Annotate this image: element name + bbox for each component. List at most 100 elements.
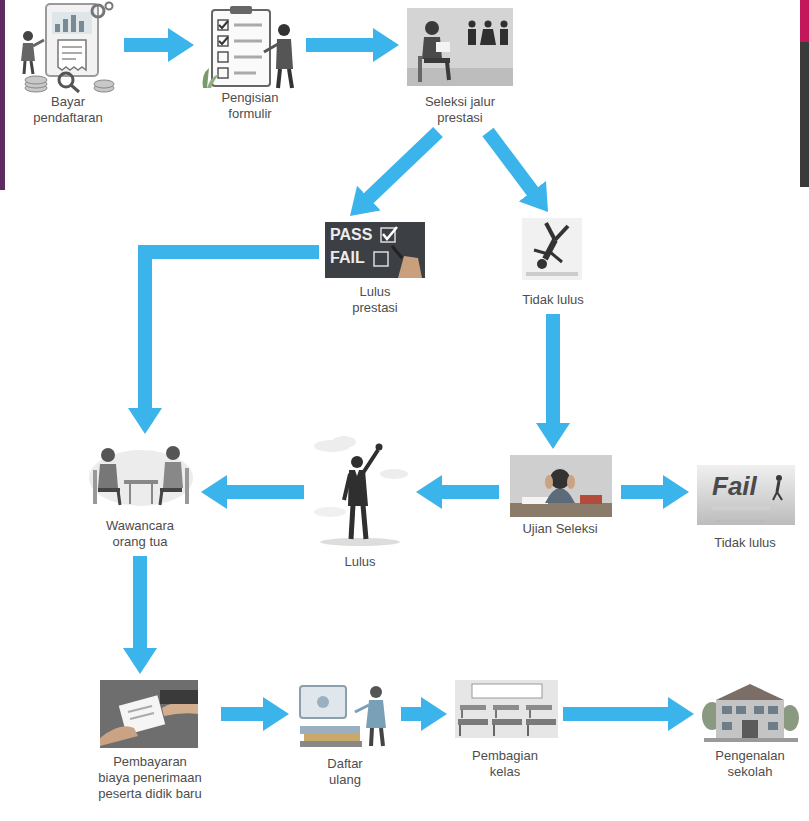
exam-photo-part xyxy=(580,495,602,504)
payment-photo xyxy=(100,680,198,748)
falling-person-photo-part xyxy=(534,250,548,254)
form-icon-part xyxy=(219,21,228,28)
success-figure-part xyxy=(363,450,378,473)
form-icon-part xyxy=(234,72,256,75)
flow-arrow xyxy=(133,556,147,649)
classroom-photo-part xyxy=(493,725,495,736)
form-icon-part xyxy=(276,39,293,69)
fail-picture-part xyxy=(716,520,766,522)
interview-icon-part xyxy=(98,464,118,488)
falling-person-photo-part xyxy=(546,223,555,240)
flow-arrow xyxy=(563,707,669,721)
payment-icon-part xyxy=(63,19,68,32)
payment-icon-part xyxy=(106,3,113,10)
selection-photo-part xyxy=(480,29,496,45)
payment-icon-part xyxy=(62,58,76,60)
process-step: Seleksi jalur prestasi xyxy=(405,8,515,126)
falling-person-photo xyxy=(522,218,582,280)
form-icon-part xyxy=(218,52,228,62)
exam-photo-part xyxy=(510,503,612,517)
falling-person-photo-part xyxy=(526,272,578,276)
selection-photo-part xyxy=(425,21,439,35)
payment-icon-part xyxy=(52,12,92,34)
classroom-photo-part xyxy=(527,725,529,736)
school-building-part xyxy=(768,706,778,714)
interview-icon-part xyxy=(166,446,180,460)
payment-photo-part xyxy=(100,726,138,746)
step-label: Bayar pendaftaran xyxy=(26,94,111,126)
payment-icon-part xyxy=(58,40,86,70)
form-icon-part xyxy=(289,69,292,88)
selection-photo-part xyxy=(485,21,492,28)
side-bars-part xyxy=(800,42,809,187)
form-icon-part xyxy=(218,36,228,46)
form-icon-part xyxy=(207,74,219,88)
step-label: Wawancara orang tua xyxy=(95,518,185,550)
fail-picture-part xyxy=(712,506,770,510)
flow-arrow xyxy=(226,485,304,499)
register-icon xyxy=(300,686,386,747)
classroom-photo-part xyxy=(492,719,522,725)
fail-picture-part xyxy=(777,492,782,500)
register-icon-part xyxy=(366,700,386,728)
selection-photo-part xyxy=(418,56,422,82)
form-icon-part xyxy=(234,24,262,27)
step-label: Tidak lulus xyxy=(695,535,795,551)
falling-person-photo-part xyxy=(550,252,562,262)
process-step: Bayar pendaftaran xyxy=(18,2,118,126)
school-building xyxy=(702,684,799,742)
payment-icon-part xyxy=(23,31,33,41)
step-label: Lulus xyxy=(330,554,390,570)
selection-photo-part xyxy=(407,8,513,86)
school-building-part xyxy=(754,706,764,714)
falling-person-photo-part xyxy=(555,226,568,240)
form-icon-part xyxy=(234,40,262,43)
classroom-photo-part xyxy=(460,705,486,710)
register-icon-part xyxy=(300,686,346,718)
classroom-photo-part xyxy=(493,705,519,710)
selection-photo-part xyxy=(501,21,508,28)
payment-icon-part xyxy=(46,4,98,76)
picture-text: FAIL xyxy=(330,249,365,267)
pass-fail-photo xyxy=(325,222,425,278)
success-figure-part xyxy=(363,505,366,539)
register-icon-part xyxy=(371,728,372,746)
selection-photo-part xyxy=(407,68,513,86)
interview-icon-part xyxy=(118,490,120,505)
success-figure-part xyxy=(351,505,353,539)
pass-fail-photo-part xyxy=(374,252,388,266)
exam-photo-part xyxy=(522,497,548,504)
form-icon xyxy=(203,6,293,88)
school-building-part xyxy=(742,720,758,738)
step-label: Lulus prestasi xyxy=(340,284,410,316)
classroom-photo-part xyxy=(455,680,558,738)
flow-arrow xyxy=(621,485,664,499)
classroom-photo-part xyxy=(459,725,461,736)
flow-arrow xyxy=(488,132,533,192)
school-building-part xyxy=(716,684,784,700)
process-step: Ujian Seleksi xyxy=(505,455,615,537)
interview-icon-part xyxy=(163,462,183,488)
step-label: Ujian Seleksi xyxy=(505,521,615,537)
classroom-photo xyxy=(455,680,558,738)
interview-icon-part xyxy=(160,490,162,505)
payment-photo-part xyxy=(100,680,198,748)
classroom-photo-part xyxy=(529,710,531,718)
payment-icon-part xyxy=(71,15,76,32)
flow-arrow xyxy=(368,132,438,199)
payment-icon-part xyxy=(92,5,104,17)
exam-photo xyxy=(510,455,612,517)
form-icon-part xyxy=(219,37,228,44)
process-step: Pembagian kelas xyxy=(453,680,557,780)
process-step: Wawancara orang tua xyxy=(85,440,195,550)
payment-icon-part xyxy=(59,73,73,87)
exam-photo-part xyxy=(545,488,575,503)
register-icon-part xyxy=(381,728,383,746)
register-icon-part xyxy=(300,726,360,734)
success-figure-part xyxy=(332,436,356,448)
payment-icon-part xyxy=(55,24,60,32)
form-icon-part xyxy=(230,6,252,14)
